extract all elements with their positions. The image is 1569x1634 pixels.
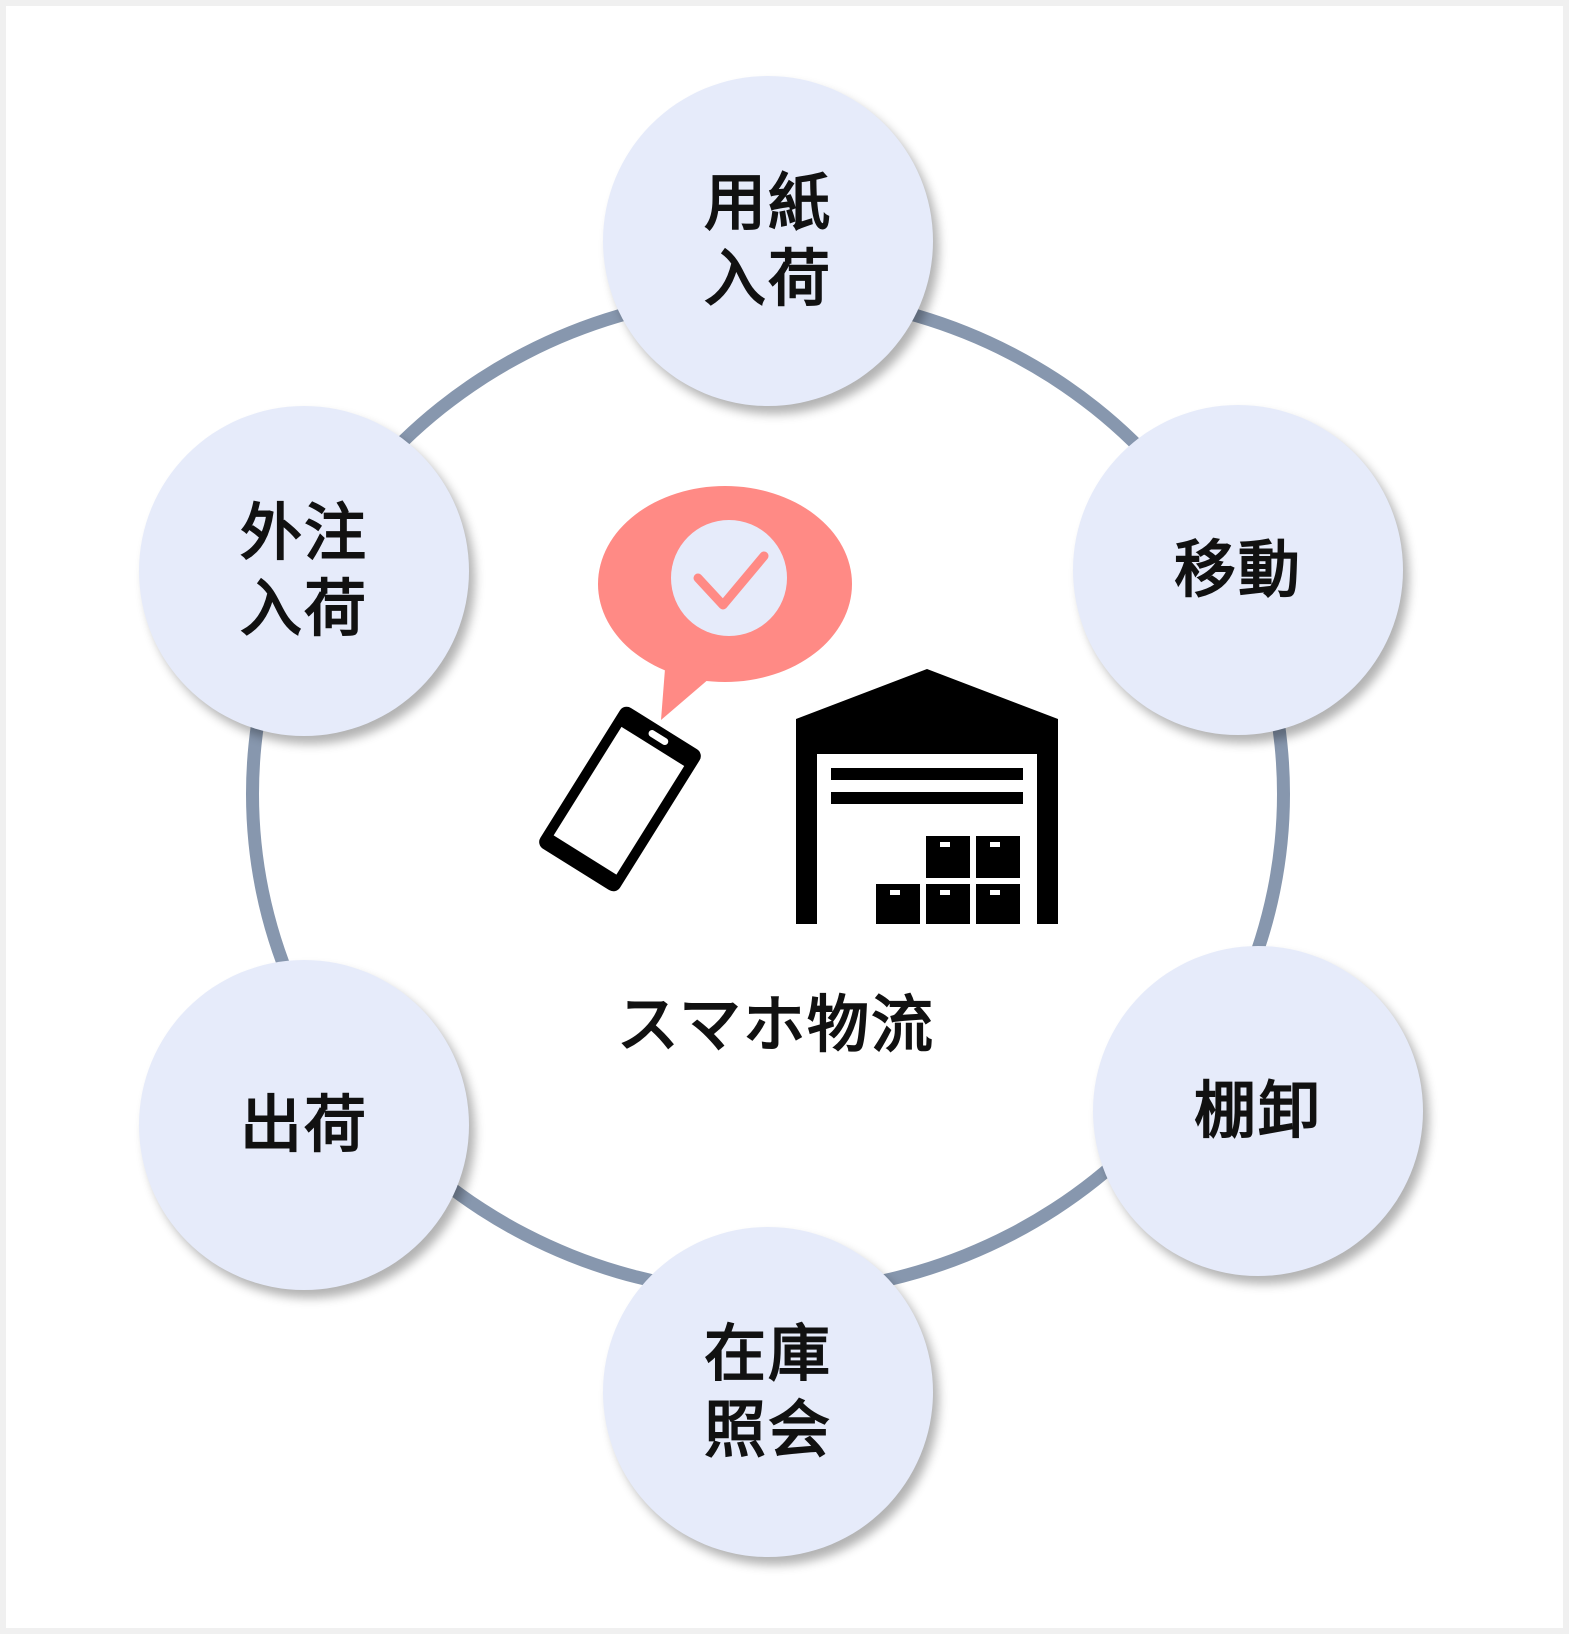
node-label: 用紙: [703, 166, 832, 239]
smartphone-icon: [539, 706, 701, 892]
node-label: 照会: [703, 1393, 832, 1466]
node-shipping: 出荷: [139, 960, 469, 1290]
node-label: 入荷: [703, 242, 832, 315]
node-transfer: 移動: [1073, 405, 1403, 735]
node-label: 移動: [1173, 533, 1302, 606]
node-label: 外注: [239, 496, 368, 569]
node-label: 出荷: [239, 1088, 368, 1161]
center-illustration: [539, 486, 1058, 924]
node-stocktaking: 棚卸: [1093, 946, 1423, 1276]
speech-bubble-check-icon: [598, 486, 852, 720]
diagram-canvas: スマホ物流 用紙 入荷 移動 棚卸 在庫 照会 出荷 外注 入荷: [6, 6, 1563, 1628]
warehouse-icon: [796, 669, 1058, 924]
node-paper-receiving: 用紙 入荷: [603, 76, 933, 406]
node-label: 在庫: [703, 1317, 832, 1390]
node-outsourced-receiving: 外注 入荷: [139, 406, 469, 736]
node-inventory-inquiry: 在庫 照会: [603, 1227, 933, 1557]
node-label: 棚卸: [1193, 1074, 1322, 1147]
center-title: スマホ物流: [616, 988, 936, 1061]
node-label: 入荷: [239, 572, 368, 645]
